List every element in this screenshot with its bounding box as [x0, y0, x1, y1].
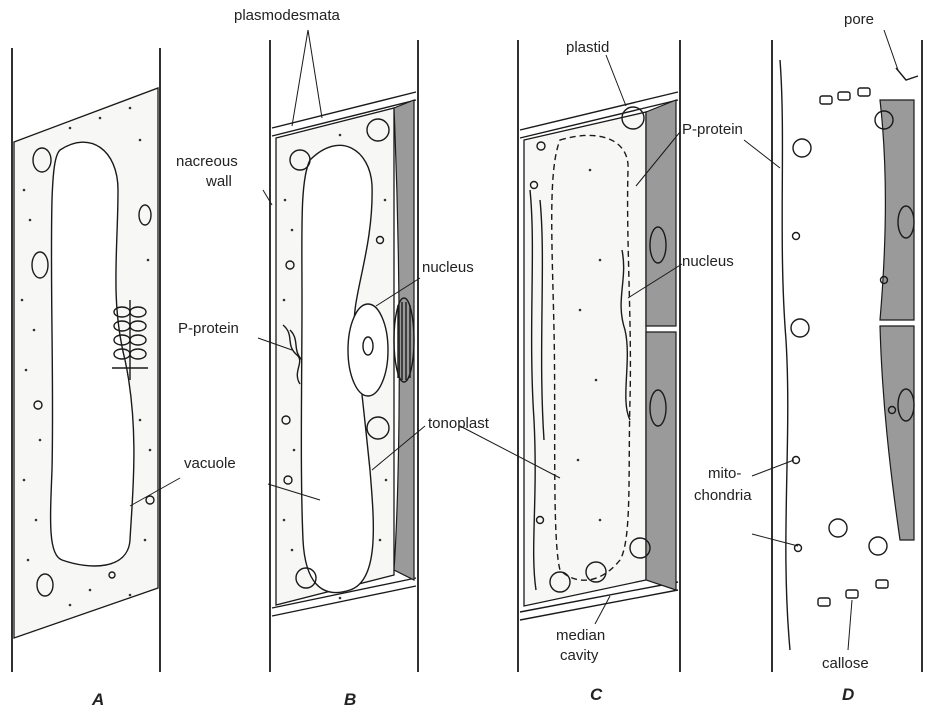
- label-p-protein-c: P-protein: [682, 121, 743, 138]
- label-callose: callose: [822, 655, 869, 672]
- label-plasmodesmata: plasmodesmata: [234, 7, 341, 24]
- label-plastid: plastid: [566, 39, 609, 56]
- panel-a: [12, 48, 160, 672]
- label-pore: pore: [844, 11, 874, 28]
- panel-letter-a: A: [91, 690, 104, 709]
- companion-cell: [880, 326, 914, 540]
- label-tonoplast: tonoplast: [428, 415, 490, 432]
- panel-letters: A B C D: [91, 685, 854, 709]
- panel-letter-b: B: [344, 690, 356, 709]
- panel-letter-d: D: [842, 685, 854, 704]
- companion-cell: [646, 100, 676, 326]
- plastid: [869, 537, 887, 555]
- label-vacuole: vacuole: [184, 455, 236, 472]
- pore: [896, 68, 918, 80]
- plastid: [793, 139, 811, 157]
- plastid: [829, 519, 847, 537]
- label-nacreous-wall-line2: wall: [205, 173, 232, 190]
- plastid: [791, 319, 809, 337]
- label-mitochondria-line2: chondria: [694, 487, 752, 504]
- companion-cell: [646, 332, 676, 590]
- companion-cell: [394, 100, 414, 580]
- label-nucleus-b: nucleus: [422, 259, 474, 276]
- label-mitochondria-line1: mito-: [708, 465, 741, 482]
- panel-letter-c: C: [590, 685, 603, 704]
- label-median-cavity-line1: median: [556, 627, 605, 644]
- label-median-cavity-line2: cavity: [560, 647, 599, 664]
- label-p-protein-b: P-protein: [178, 320, 239, 337]
- label-nacreous-wall-line1: nacreous: [176, 153, 238, 170]
- label-nucleus-c: nucleus: [682, 253, 734, 270]
- parietal-layer: [780, 60, 790, 650]
- companion-cell: [880, 100, 914, 320]
- nucleus: [348, 304, 388, 396]
- panel-c: [518, 40, 680, 672]
- panel-b: [270, 40, 418, 672]
- panel-d: [772, 40, 922, 672]
- mitochondrion: [793, 233, 800, 240]
